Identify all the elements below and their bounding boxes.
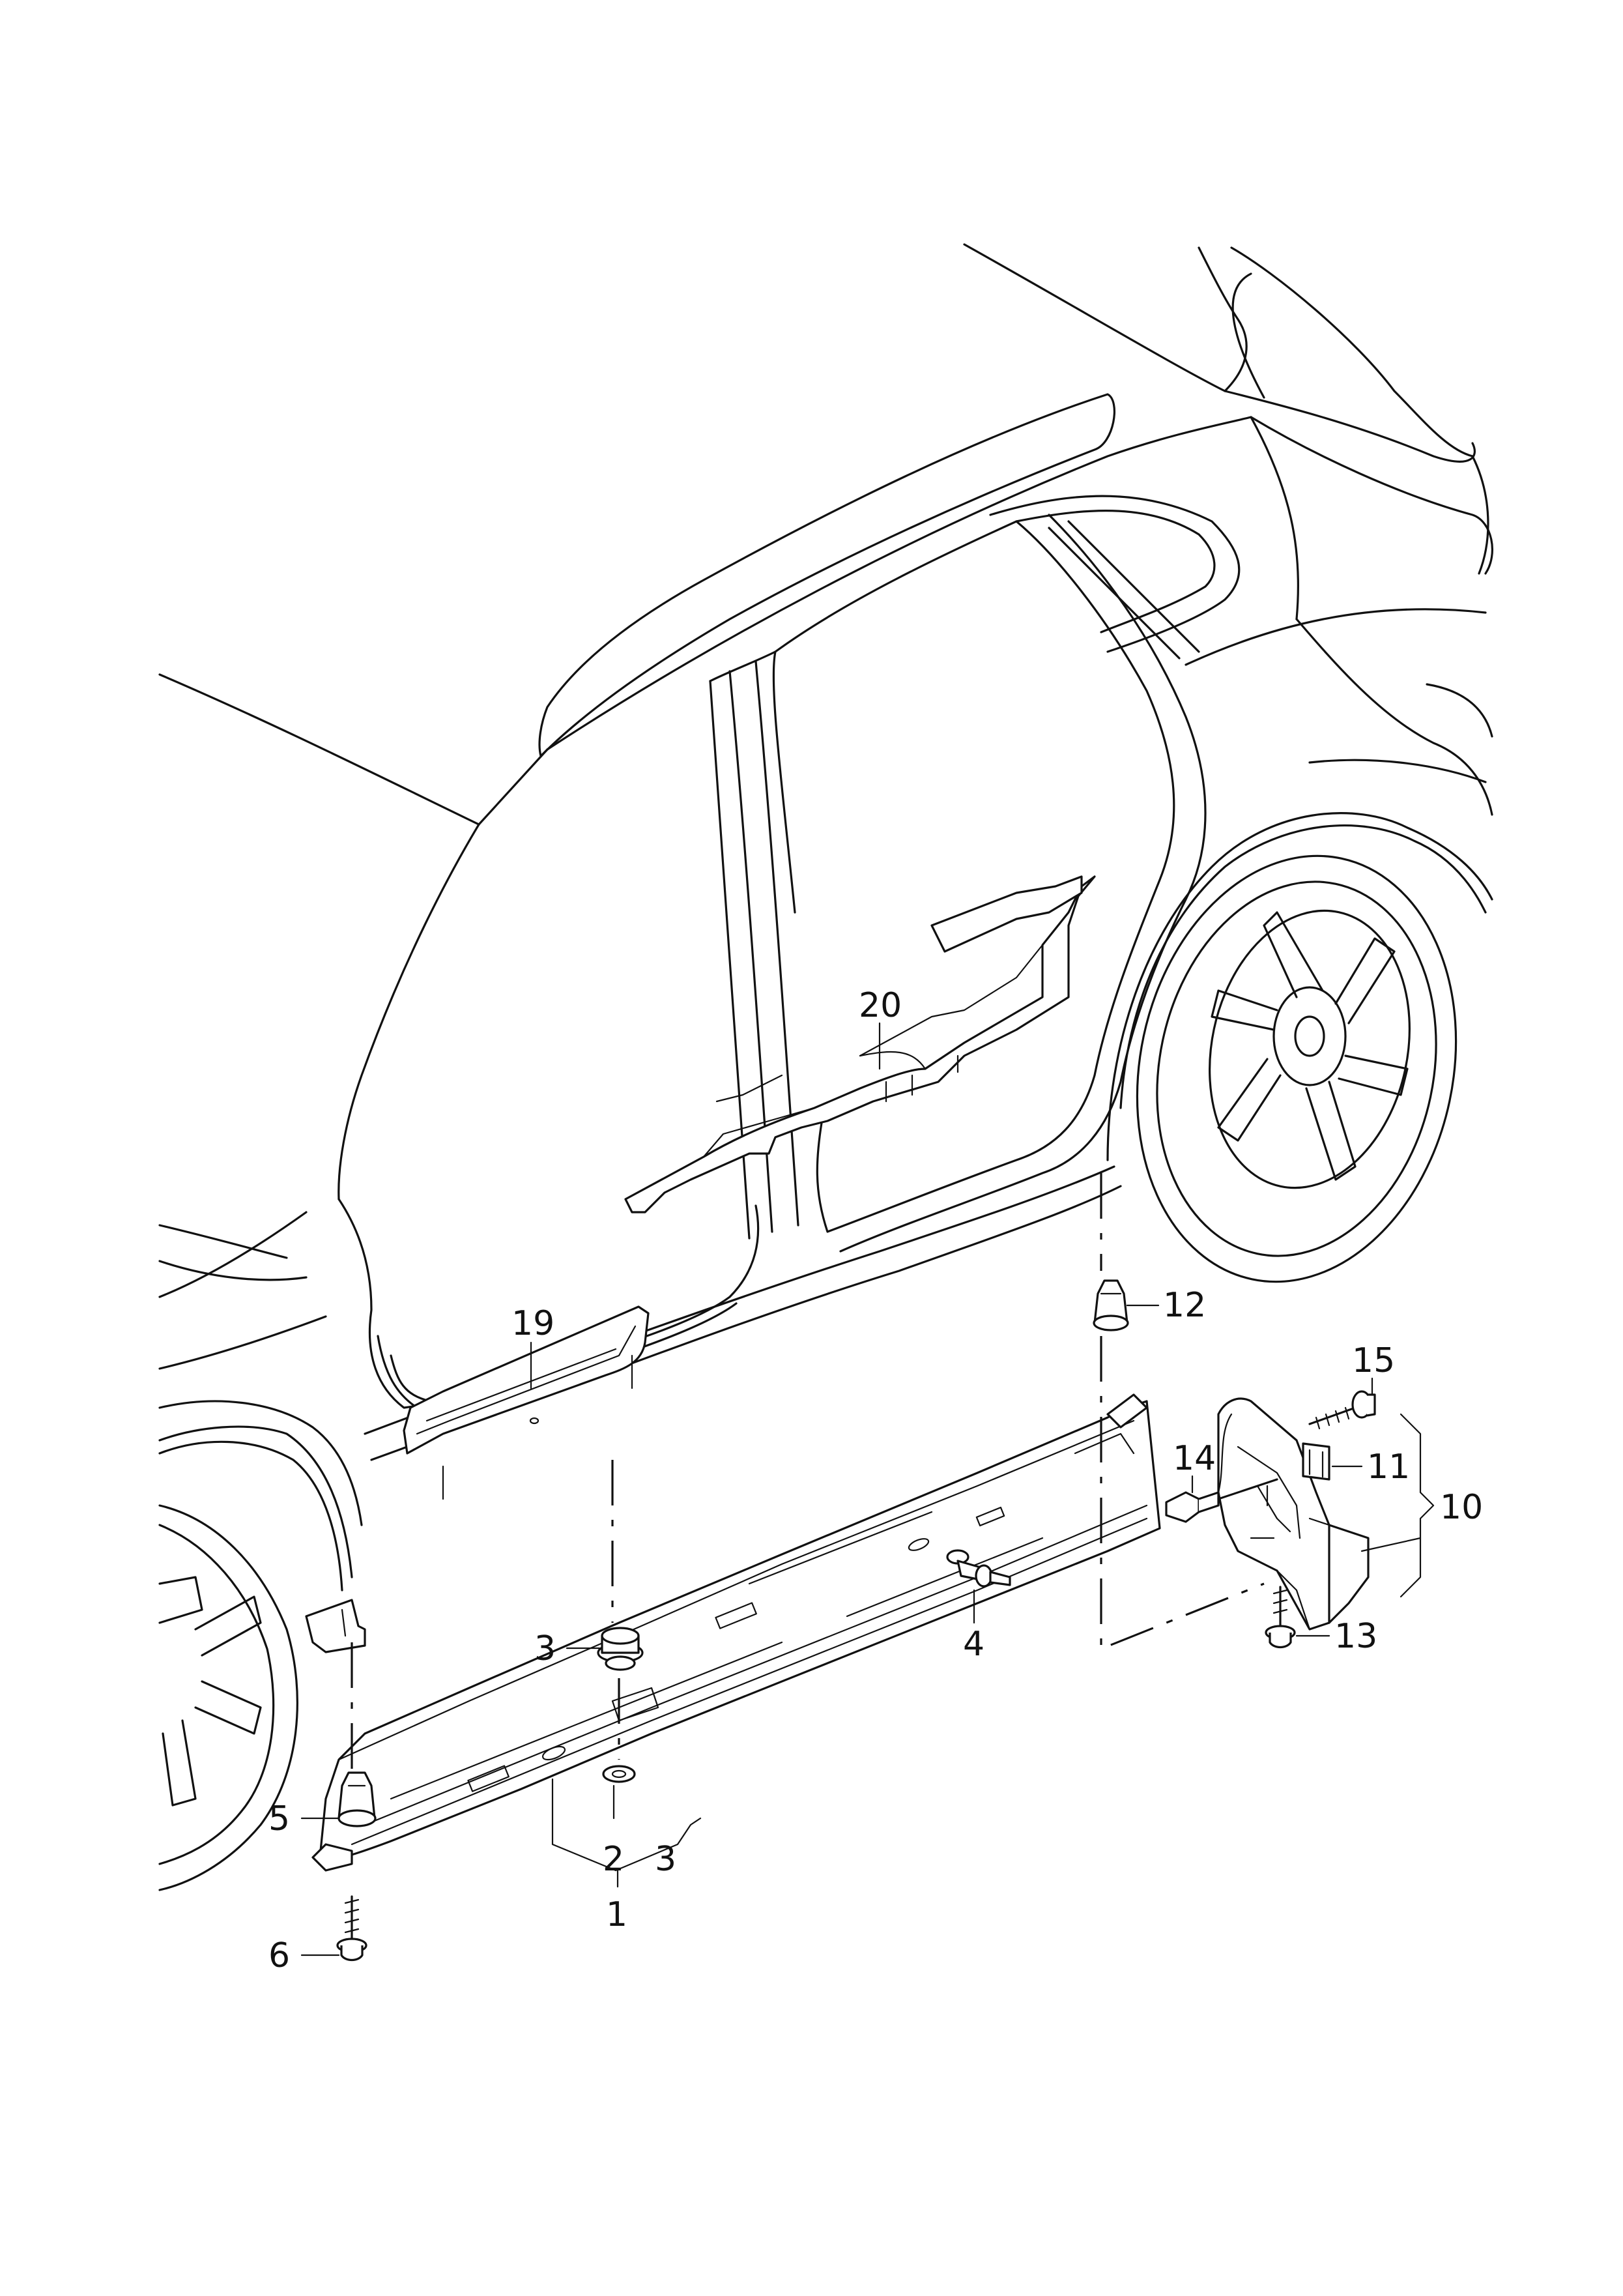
callout-14: 14	[1173, 1439, 1216, 1478]
callout-15: 15	[1352, 1341, 1395, 1380]
rear-wheel	[1136, 854, 1458, 1283]
part-2-clip	[602, 1765, 636, 1783]
part-10-mudflap	[1217, 1397, 1370, 1631]
callout-19: 19	[511, 1304, 554, 1343]
callout-20: 20	[859, 986, 902, 1025]
callout-3-bracket: 3	[655, 1840, 676, 1879]
callout-2: 2	[603, 1840, 624, 1879]
part-20-sill-trim	[624, 875, 1096, 1213]
part-15-screw	[1308, 1390, 1376, 1430]
part-12-nut	[1093, 1279, 1129, 1331]
callout-10: 10	[1440, 1488, 1483, 1527]
part-4-rivet	[946, 1549, 1011, 1588]
part-1-side-sill	[305, 1393, 1161, 1872]
assembly-lines	[351, 1173, 1265, 1773]
part-19-sill-plate	[403, 1305, 650, 1500]
callout-1: 1	[606, 1895, 627, 1934]
vehicle-body	[158, 243, 1493, 1591]
part-5-nut	[338, 1771, 377, 1827]
leader-lines	[300, 1022, 1435, 1956]
callout-labels: 1 2 3 3 4 5 6 10 11 12 13 14 15 19 20	[268, 986, 1483, 1975]
callout-5: 5	[268, 1799, 290, 1838]
part-3-grommet	[597, 1627, 644, 1671]
callout-3-grommet: 3	[534, 1629, 556, 1668]
part-11-clip	[1302, 1442, 1330, 1481]
part-14-pin	[1165, 1478, 1278, 1523]
part-6-screw	[336, 1895, 367, 1962]
front-wheel	[158, 1504, 298, 1891]
part-13-screw	[1265, 1586, 1296, 1649]
callout-6: 6	[268, 1936, 290, 1975]
callout-12: 12	[1163, 1286, 1206, 1325]
callout-11: 11	[1367, 1447, 1410, 1487]
callout-4: 4	[963, 1625, 984, 1664]
callout-13: 13	[1334, 1617, 1377, 1656]
